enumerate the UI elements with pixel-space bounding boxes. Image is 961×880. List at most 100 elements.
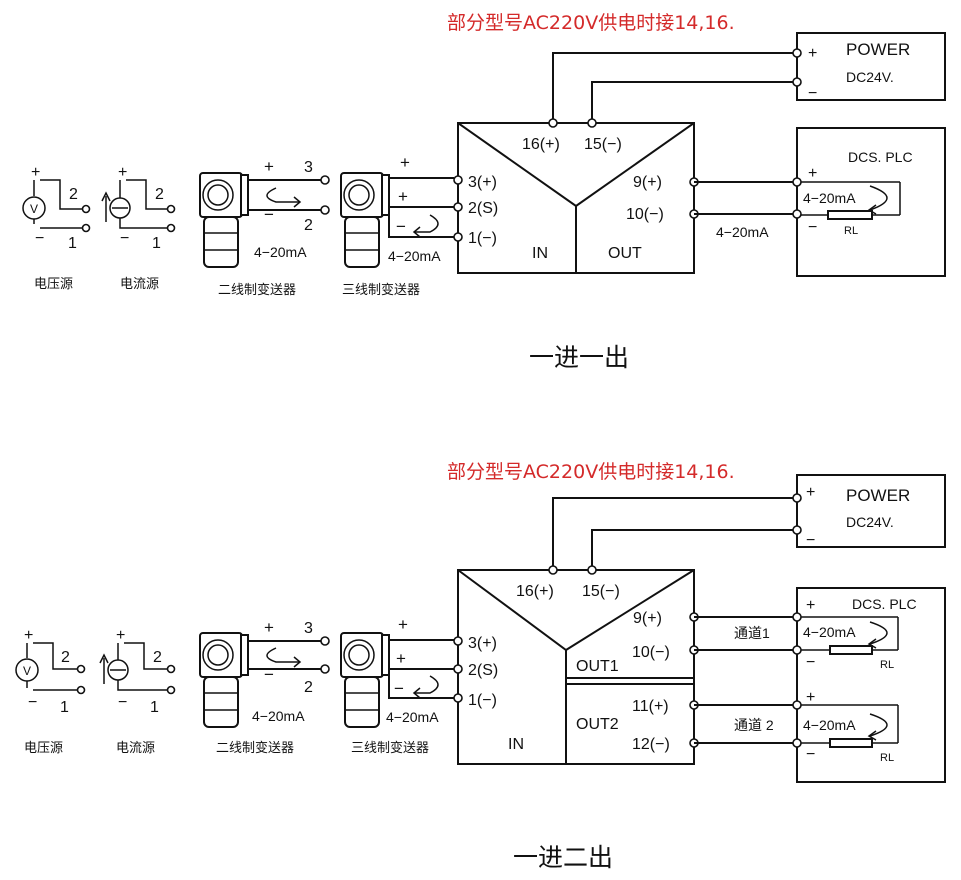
power-title-bottom: POWER [846,486,910,505]
power-title: POWER [846,40,910,59]
dcs-rl: RL [844,225,858,237]
tw-loop-arrow-icon [266,187,300,203]
label-3: 3(+) [468,174,497,191]
power-voltage: DC24V. [846,69,894,85]
power-plus-bottom: + [806,484,815,501]
current-source-bottom: + 2 − 1 电流源 [99,627,176,756]
cs-plus: + [118,164,127,181]
channel-1-label: 通道1 [734,625,770,641]
label-out1: OUT1 [576,658,619,675]
dcs-ch2-minus: − [806,746,815,763]
terminal-dcs-ch1-plus[interactable] [792,612,802,622]
vs-v: V [30,202,38,216]
cs-n1: 1 [152,235,161,252]
supply-note-bottom: 部分型号AC220V供电时接14,16. [447,461,735,483]
terminal-dcs-minus[interactable] [792,209,802,219]
terminal-2[interactable] [453,202,463,212]
label-out: OUT [608,245,642,262]
terminal-power-minus-bottom[interactable] [792,525,802,535]
voltage-source-caption: 电压源 [34,277,73,292]
terminal-dcs-ch2-plus[interactable] [792,700,802,710]
thw-plus-2-bottom: + [396,649,406,668]
cs-minus: − [120,230,129,247]
dcs-title: DCS. PLC [848,149,913,165]
wire-16-power-plus [552,52,797,121]
power-supply-box-bottom: POWER DC24V. + − [796,474,946,549]
thw-minus: − [396,217,406,236]
ch1-loop-arrow-icon [869,621,888,645]
dcs-ch1-rl: RL [880,659,894,671]
vs-minus: − [35,230,44,247]
vs-minus-bottom: − [28,694,37,711]
power-plus: + [808,45,817,62]
tw-minus-bottom: − [264,665,274,684]
label-15-bottom: 15(−) [582,583,620,600]
cs-minus-bottom: − [118,694,127,711]
voltage-source-caption-bottom: 电压源 [24,741,63,756]
vs-n1: 1 [68,235,77,252]
terminal-dcs-ch1-minus[interactable] [792,645,802,655]
power-supply-box: POWER DC24V. + − [796,32,946,102]
ch1-load-resistor-icon [829,645,873,655]
current-source-caption: 电流源 [120,277,159,292]
supply-note: 部分型号AC220V供电时接14,16. [447,12,735,34]
module-box-bottom: 16(+) 15(−) 3(+) 2(S) 1(−) 9(+) 10(−) 11… [453,565,699,765]
two-wire-transmitter-bottom: + 3 − 2 4−20mA 二线制变送器 [199,618,330,756]
cs-n1-bottom: 1 [150,699,159,716]
three-wire-transmitter-icon [340,172,390,268]
terminal-1-bottom[interactable] [453,693,463,703]
channel-2-label: 通道 2 [734,717,774,733]
terminal-16[interactable] [548,118,558,128]
terminal-power-plus[interactable] [792,48,802,58]
thw-loop-arrow-icon [414,214,439,233]
current-source: + 2 − 1 电流源 [101,164,176,292]
voltage-source-bottom: + V 2 − 1 电压源 [15,627,86,756]
dcs-title-bottom: DCS. PLC [852,596,917,612]
tw-n3: 3 [304,159,313,176]
two-wire-transmitter-icon [199,172,249,268]
vs-plus: + [31,164,40,181]
label-in-bottom: IN [508,736,524,753]
label-1: 1(−) [468,230,497,247]
three-wire-caption: 三线制变送器 [342,282,420,298]
terminal-dcs-plus[interactable] [792,177,802,187]
label-9-bottom: 9(+) [633,610,662,627]
dcs-ch1-current: 4−20mA [803,624,856,640]
terminal-3[interactable] [453,175,463,185]
vs-v-bottom: V [23,664,31,678]
terminal-15[interactable] [587,118,597,128]
cs-n2: 2 [155,186,164,203]
dcs-ch1-plus: + [806,597,815,614]
label-10: 10(−) [626,206,664,223]
terminal-power-plus-bottom[interactable] [792,493,802,503]
wire-15-power-minus-bottom [591,529,797,567]
dcs-ch2-plus: + [806,689,815,706]
three-wire-transmitter-icon-bottom [340,632,390,728]
label-3-bottom: 3(+) [468,635,497,652]
label-9: 9(+) [633,174,662,191]
dcs-ch2-rl: RL [880,752,894,764]
tw-minus: − [264,205,274,224]
tw-loop-arrow-icon-bottom [266,647,300,663]
terminal-dcs-ch2-minus[interactable] [792,738,802,748]
thw-minus-bottom: − [394,679,404,698]
diagram-one-in-two-out: 部分型号AC220V供电时接14,16. POWER DC24V. + − 16… [15,461,946,872]
label-15: 15(−) [584,136,622,153]
thw-plus-1: + [400,153,410,172]
dcs-ch2-current: 4−20mA [803,717,856,733]
terminal-1[interactable] [453,232,463,242]
label-out2: OUT2 [576,716,619,733]
label-2: 2(S) [468,200,498,217]
thw-loop-arrow-icon-bottom [414,675,439,694]
tw-current: 4−20mA [254,244,307,260]
terminal-16-bottom[interactable] [548,565,558,575]
current-source-caption-bottom: 电流源 [116,741,155,756]
cs-n2-bottom: 2 [153,649,162,666]
thw-current-bottom: 4−20mA [386,709,439,725]
terminal-2-bottom[interactable] [453,664,463,674]
terminal-power-minus[interactable] [792,77,802,87]
terminal-15-bottom[interactable] [587,565,597,575]
terminal-3-bottom[interactable] [453,636,463,646]
vs-n2-bottom: 2 [61,649,70,666]
